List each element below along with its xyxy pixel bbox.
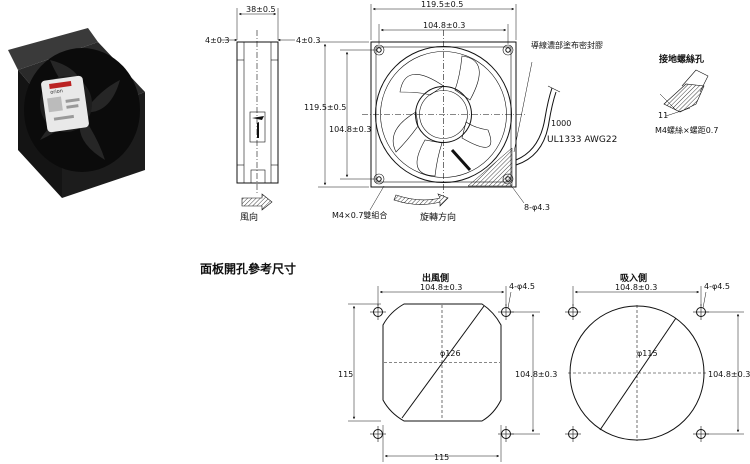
outlet-height-label: 115	[338, 370, 353, 379]
airflow-arrow-icon	[241, 193, 273, 211]
airflow-label: 風向	[240, 211, 258, 223]
lead-seal-leader	[513, 61, 533, 153]
holes-leader	[509, 183, 525, 204]
front-view-width-label: 119.5±0.5	[421, 0, 463, 9]
mount-hole	[505, 47, 511, 53]
ground-detail-dim-line	[659, 93, 677, 111]
rotation-label: 旋轉方向	[420, 211, 456, 223]
mount-hole	[376, 176, 382, 182]
fan-photo-brand-logo	[49, 80, 72, 89]
screw-label: M4×0.7雙組合	[332, 210, 387, 220]
outlet-cutout-outline	[382, 303, 502, 422]
front-view-hole-pitch-label: 104.8±0.3	[423, 21, 465, 30]
outlet-hole-pitch-label: 104.8±0.3	[420, 283, 462, 292]
lead-length-label: 1000	[551, 119, 571, 128]
outlet-width-label: 115	[434, 453, 449, 462]
inlet-holes-leader	[702, 291, 707, 309]
outlet-hole-pitch-side-label: 104.8±0.3	[515, 370, 557, 379]
side-view-depth-label: 38±0.5	[246, 5, 276, 14]
lead-wire	[515, 91, 557, 166]
side-view-digit	[257, 122, 259, 138]
fan-photo-label-sticker	[41, 75, 89, 133]
inlet-title: 吸入側	[620, 272, 647, 284]
outlet-title: 出風側	[422, 272, 449, 284]
panel-cutout-title: 面板開孔參考尺寸	[200, 261, 296, 276]
fan-photo-frame-lip	[8, 28, 98, 70]
inlet-cutout: 吸入側 φ115 104.8±0.3 4-φ4.5 104.8±0.3	[565, 272, 750, 442]
side-view-arrow-mark	[252, 116, 264, 120]
outlet-diameter-label: φ126	[440, 349, 461, 358]
mount-hole	[502, 44, 514, 56]
ground-detail-dim-line	[665, 107, 691, 117]
outlet-diameter-line	[401, 305, 485, 419]
side-view-label-plate	[249, 111, 266, 143]
lead-spec-label: UL1333 AWG22	[547, 135, 617, 145]
mount-hole	[376, 47, 382, 53]
outlet-holes-leader	[507, 291, 512, 309]
ground-detail-depth-label: 11	[658, 111, 668, 120]
inlet-diameter-line	[599, 317, 677, 431]
front-view-spoke-lead	[450, 148, 472, 172]
fan-photo: orion	[8, 28, 145, 198]
rotation-arrow-icon	[393, 193, 449, 207]
ground-detail-section	[663, 83, 705, 113]
inlet-hole-pitch-label: 104.8±0.3	[615, 283, 657, 292]
side-view-lead-boss	[250, 169, 266, 184]
screw-leader	[369, 185, 385, 211]
fan-photo-sticker-print	[53, 114, 75, 121]
inlet-hole-pitch-side-label: 104.8±0.3	[708, 370, 750, 379]
fan-photo-blade	[84, 80, 120, 113]
side-view-flange-right-label: 4±0.3	[296, 36, 321, 45]
ground-detail-flange	[681, 69, 709, 93]
front-view-hole-height-label: 104.8±0.3	[329, 125, 371, 134]
fan-photo-sticker-print	[66, 104, 79, 109]
side-view-flange-left-label: 4±0.3	[205, 36, 230, 45]
side-view-body	[236, 41, 279, 184]
ground-detail-thread-label: M4螺絲×螺距0.7	[655, 125, 718, 135]
outlet-holes-label: 4-φ4.5	[509, 282, 535, 291]
front-view-height-label: 119.5±0.5	[304, 103, 346, 112]
ground-detail-title: 接地螺絲孔	[659, 53, 704, 65]
lead-seal-label: 導線濃部塗布密封膠	[531, 40, 603, 50]
inlet-holes-label: 4-φ4.5	[704, 282, 730, 291]
lead-wire-end	[547, 85, 561, 93]
outlet-cutout: 出風側 φ126 104.8±0.3 4-φ4.5 115	[338, 272, 557, 462]
ground-screw-detail: 接地螺絲孔 11 M4螺絲×螺距0.7	[655, 53, 718, 135]
lead-wire	[515, 87, 553, 161]
fan-photo-sticker-print	[65, 97, 80, 103]
front-view: 119.5±0.5 104.8±0.3 119.5±0.5 104.8±0.3 …	[304, 0, 617, 223]
fan-photo-sticker-print	[47, 96, 63, 113]
fan-photo-brand: orion	[50, 88, 63, 96]
side-view: 38±0.5 4±0.3 4±0.3 風向	[205, 5, 321, 223]
holes-label: 8-φ4.3	[524, 203, 550, 212]
front-view-impeller	[392, 55, 492, 177]
inlet-diameter-label: φ115	[637, 349, 658, 358]
front-view-lead-channel	[467, 147, 513, 187]
